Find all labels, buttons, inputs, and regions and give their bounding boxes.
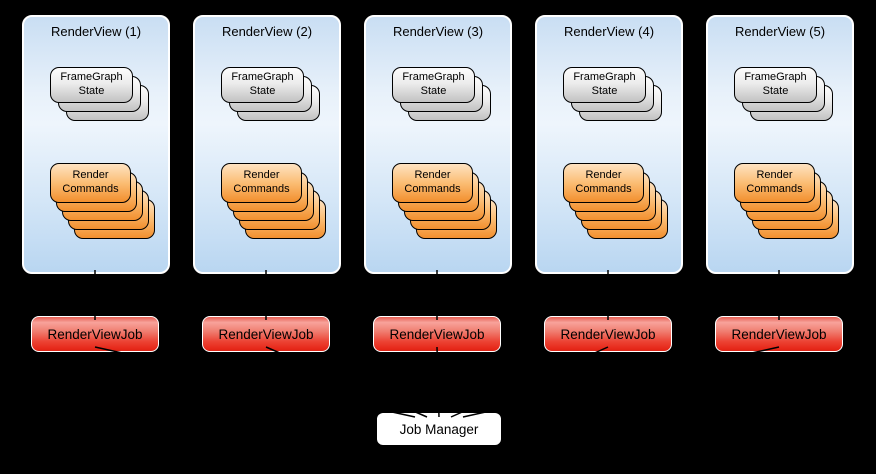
render-view-job-label: RenderViewJob [560, 326, 656, 342]
render-commands-card-label: Render Commands [233, 169, 290, 195]
render-view-title: RenderView (4) [563, 24, 655, 39]
render-view-container: RenderView (1) FrameGraph State Render C… [22, 15, 170, 274]
render-view-container: RenderView (3) FrameGraph State Render C… [364, 15, 512, 274]
framegraph-state-card-label: FrameGraph State [60, 71, 123, 97]
render-view-job-box: RenderViewJob [715, 316, 843, 352]
render-view-job-label: RenderViewJob [731, 326, 827, 342]
render-commands-stack: Render Commands [563, 163, 668, 239]
render-commands-card-label: Render Commands [575, 169, 632, 195]
render-view-title: RenderView (3) [392, 24, 484, 39]
render-view-title: RenderView (1) [50, 24, 142, 39]
framegraph-state-card: FrameGraph State [221, 67, 304, 103]
framegraph-state-card: FrameGraph State [392, 67, 475, 103]
render-view-job-label: RenderViewJob [47, 326, 143, 342]
render-commands-stack: Render Commands [734, 163, 839, 239]
render-commands-stack: Render Commands [392, 163, 497, 239]
render-commands-stack: Render Commands [221, 163, 326, 239]
connector-line [265, 346, 428, 418]
job-manager-label: Job Manager [399, 421, 479, 437]
framegraph-state-stack: FrameGraph State [734, 67, 833, 121]
render-view-container: RenderView (2) FrameGraph State Render C… [193, 15, 341, 274]
framegraph-state-card: FrameGraph State [50, 67, 133, 103]
framegraph-state-card: FrameGraph State [563, 67, 646, 103]
render-view-job-box: RenderViewJob [373, 316, 501, 352]
connector-line [462, 346, 780, 418]
render-view-job-box: RenderViewJob [544, 316, 672, 352]
framegraph-state-card-label: FrameGraph State [402, 71, 465, 97]
render-commands-card-label: Render Commands [62, 169, 119, 195]
render-commands-card: Render Commands [50, 163, 131, 203]
framegraph-state-card: FrameGraph State [734, 67, 817, 103]
connector-line [94, 346, 416, 418]
render-view-job-box: RenderViewJob [202, 316, 330, 352]
framegraph-state-stack: FrameGraph State [563, 67, 662, 121]
framegraph-state-card-label: FrameGraph State [231, 71, 294, 97]
framegraph-state-card-label: FrameGraph State [573, 71, 636, 97]
job-manager-box: Job Manager [375, 411, 503, 447]
render-commands-stack: Render Commands [50, 163, 155, 239]
connector-line [436, 346, 440, 418]
render-view-job-label: RenderViewJob [389, 326, 485, 342]
render-view-job-box: RenderViewJob [31, 316, 159, 352]
render-view-container: RenderView (5) FrameGraph State Render C… [706, 15, 854, 274]
render-view-title: RenderView (5) [734, 24, 826, 39]
render-commands-card: Render Commands [392, 163, 473, 203]
render-commands-card: Render Commands [563, 163, 644, 203]
framegraph-state-stack: FrameGraph State [392, 67, 491, 121]
render-view-title: RenderView (2) [221, 24, 313, 39]
render-view-container: RenderView (4) FrameGraph State Render C… [535, 15, 683, 274]
framegraph-state-stack: FrameGraph State [221, 67, 320, 121]
framegraph-state-stack: FrameGraph State [50, 67, 149, 121]
framegraph-state-card-label: FrameGraph State [744, 71, 807, 97]
connector-line [450, 346, 609, 418]
render-commands-card-label: Render Commands [404, 169, 461, 195]
render-view-job-label: RenderViewJob [218, 326, 314, 342]
render-commands-card: Render Commands [221, 163, 302, 203]
render-commands-card-label: Render Commands [746, 169, 803, 195]
render-commands-card: Render Commands [734, 163, 815, 203]
